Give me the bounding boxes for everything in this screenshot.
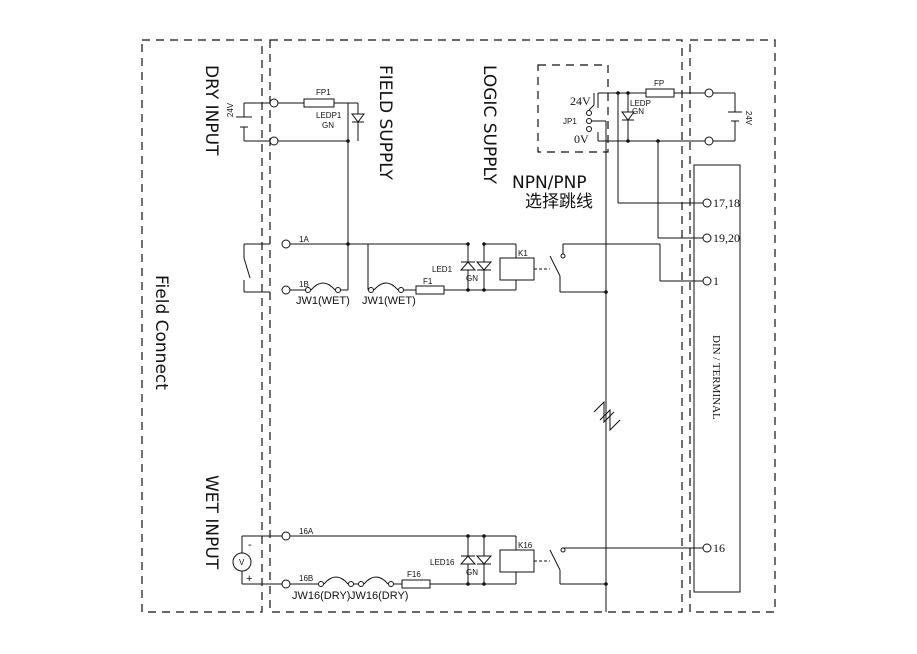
terminal-screw-icon: [281, 531, 291, 541]
t-16a-label: 16A: [299, 527, 314, 536]
terminal-screw-icon: [702, 543, 712, 553]
section-boxes: [141, 39, 776, 613]
terminal-19-20-label: 19,20: [713, 231, 740, 245]
dry-input-title: DRY INPUT: [201, 65, 221, 156]
fp-label: FP: [654, 79, 664, 88]
logic-bus: [593, 400, 621, 432]
gn-16-label: GN: [466, 568, 478, 577]
break-symbol-icon: [593, 400, 615, 424]
led16-label: LED16: [430, 558, 455, 567]
dry-contact-switch-icon: [243, 257, 251, 279]
v24-right-label: 24V: [744, 111, 753, 126]
f1-label: F1: [423, 277, 433, 286]
channel-1: 1A 1B JW1(WET) JW1(WET) F1 LED1 GN K1: [243, 235, 703, 307]
led-diode-icon: [621, 111, 635, 121]
logic-jumper-box: [537, 64, 609, 153]
terminal-screw-icon: [269, 136, 279, 146]
diode-icon: [475, 261, 493, 271]
v24-left-label: 24V: [226, 102, 235, 117]
gn-label: GN: [322, 121, 334, 130]
terminal-screw-icon: [702, 276, 712, 286]
fp1-label: FP1: [316, 88, 331, 97]
fuse-f1-icon: [415, 285, 445, 295]
gn-1-label: GN: [466, 274, 478, 283]
v24-logic-label: 24V: [570, 94, 591, 108]
jp1-label: JP1: [563, 117, 577, 126]
k1-label: K1: [518, 249, 528, 258]
jumper-jw16-icon: [363, 576, 389, 585]
field-supply-title: FIELD SUPPLY: [375, 65, 395, 180]
jumper-pin-icon: [586, 118, 592, 124]
relay-coil-k1-icon: [499, 257, 535, 281]
terminal-box: [689, 39, 776, 613]
field-supply-top: FP1 LEDP1 GN 24V: [226, 88, 365, 244]
k16-label: K16: [518, 541, 533, 550]
terminal-screw-icon: [281, 285, 291, 295]
wet-input-title: WET INPUT: [201, 475, 221, 570]
terminal-screw-icon: [704, 136, 714, 146]
jumper-cn-label: 选择跳线: [525, 192, 593, 212]
logic-supply-title: LOGIC SUPPLY: [479, 65, 499, 185]
npn-pnp-label: NPN/PNP: [512, 173, 587, 193]
led-diode-icon: [351, 113, 365, 123]
fuse-fp1-icon: [303, 98, 335, 108]
terminal-screw-icon: [281, 579, 291, 589]
board-box: [269, 39, 683, 613]
jw1-b-label: JW1(WET): [362, 295, 416, 307]
jw16-a-label: JW16(DRY): [292, 590, 350, 602]
led1-label: LED1: [432, 265, 453, 274]
logic-supply-top: FP LEDP GN 24V JP1 0V 24V: [563, 79, 753, 612]
terminal-17-18-label: 17,18: [713, 196, 740, 210]
jumper-jw1-icon: [310, 282, 336, 291]
din-terminal-bar: [693, 164, 741, 593]
t-1b-label: 1B: [299, 280, 309, 289]
din-terminals: 17,18 19,20 1 16: [702, 196, 740, 555]
t-1a-label: 1A: [299, 235, 309, 244]
ledp-label: LEDP: [630, 99, 651, 108]
led-diode-icon: [459, 555, 477, 565]
terminal-screw-icon: [281, 239, 291, 249]
din-terminal-title: DIN / TERMINAL: [710, 335, 722, 420]
gn-label: GN: [632, 107, 644, 116]
v-meter-label: V: [239, 558, 245, 567]
terminal-screw-icon: [704, 88, 714, 98]
jumper-jw1-icon: [373, 282, 399, 291]
jw16-b-label: JW16(DRY): [350, 590, 408, 602]
jumper-jw16-icon: [323, 576, 349, 585]
t-16b-label: 16B: [299, 574, 313, 583]
jw1-a-label: JW1(WET): [296, 295, 350, 307]
terminal-16-label: 16: [713, 541, 725, 555]
relay-coil-k16-icon: [499, 549, 535, 573]
plus-label: +: [246, 573, 252, 585]
diode-icon: [475, 555, 493, 565]
channel-16: V - +: [232, 527, 703, 602]
minus-label: -: [248, 539, 252, 551]
terminal-screw-icon: [702, 233, 712, 243]
terminal-screw-icon: [702, 198, 712, 208]
jumper-pin-icon: [586, 126, 592, 132]
v0-label: 0V: [574, 132, 589, 146]
relay-contact-icon: [549, 255, 561, 277]
f16-label: F16: [407, 570, 421, 579]
terminal-1-label: 1: [713, 274, 719, 288]
fuse-f16-icon: [401, 579, 431, 589]
ledp1-label: LEDP1: [316, 111, 342, 120]
led-diode-icon: [459, 261, 477, 271]
field-connect-box: [141, 39, 263, 613]
fuse-fp-icon: [645, 88, 675, 98]
relay-contact-icon: [549, 549, 561, 571]
jumper-pin-icon: [586, 110, 592, 116]
terminal-screw-icon: [269, 98, 279, 108]
field-connect-title: Field Connect: [151, 275, 171, 390]
